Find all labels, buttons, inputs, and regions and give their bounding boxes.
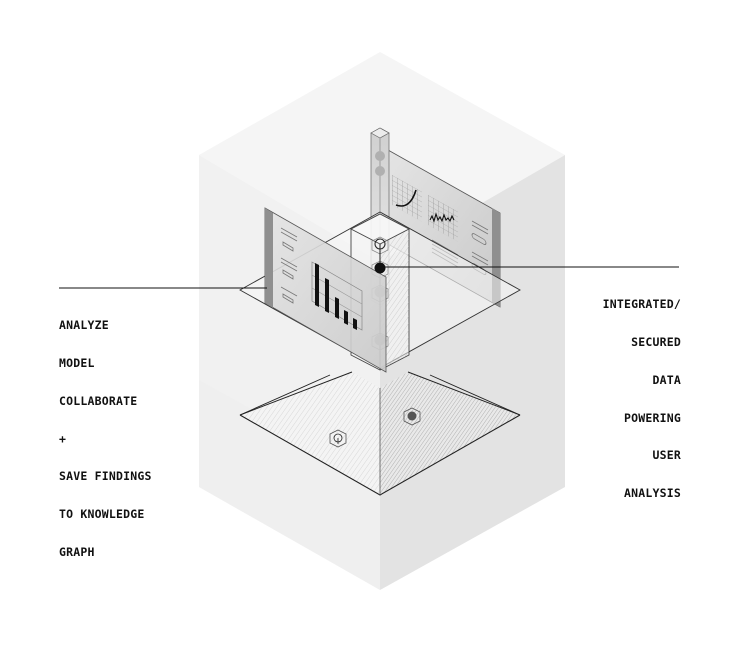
callout-lines xyxy=(59,262,679,289)
pillar-node-icon xyxy=(375,166,385,176)
callout-line: GRAPH xyxy=(59,544,95,559)
callout-left-text: ANALYZE MODEL COLLABORATE + SAVE FINDING… xyxy=(59,294,152,571)
callout-line: USER xyxy=(652,448,681,463)
callout-line: ANALYSIS xyxy=(624,486,681,501)
callout-line: TO KNOWLEDGE xyxy=(59,507,145,522)
callout-right-text: INTEGRATED/ SECURED DATA POWERING USER A… xyxy=(560,273,681,512)
callout-line: DATA xyxy=(652,372,681,387)
callout-line: COLLABORATE xyxy=(59,393,138,408)
callout-line: POWERING xyxy=(624,410,681,425)
callout-line: ANALYZE xyxy=(59,318,109,333)
left-analytics-panel xyxy=(264,207,387,373)
callout-line: MODEL xyxy=(59,355,95,370)
callout-line: SAVE FINDINGS xyxy=(59,469,152,484)
pyramid-base xyxy=(239,371,521,496)
curve-line-icon xyxy=(395,189,417,207)
bar-chart xyxy=(311,261,363,331)
cube-node-filled-icon xyxy=(403,407,421,426)
pillar-node-icon xyxy=(375,151,385,161)
curve-chart-grid xyxy=(392,175,422,222)
callout-line: SECURED xyxy=(631,334,681,349)
cube-node-icon xyxy=(329,429,347,448)
noise-line-icon xyxy=(429,212,455,223)
data-node-icon xyxy=(374,262,386,274)
callout-line: + xyxy=(59,431,67,446)
callout-line: INTEGRATED/ xyxy=(602,297,681,312)
